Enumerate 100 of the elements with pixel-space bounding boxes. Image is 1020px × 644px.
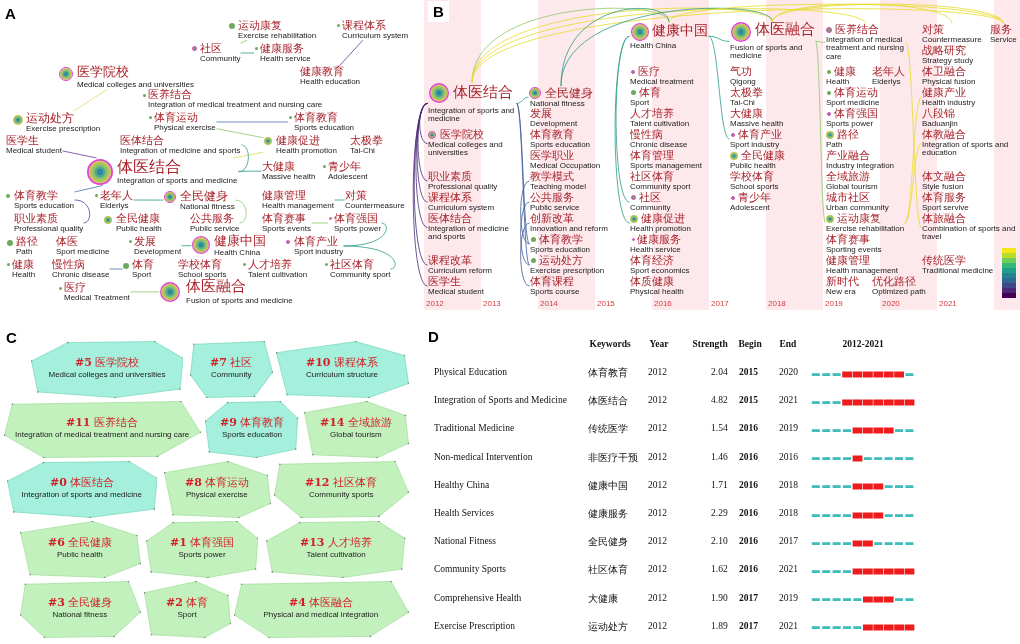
keyword-translation: Development — [134, 247, 182, 257]
keyword-label: 运动处方 — [26, 111, 74, 125]
keyword-label: 体育 — [639, 87, 661, 99]
keyword-translation: Strategy study — [922, 56, 974, 66]
keyword-label: 全民健康 — [741, 150, 785, 162]
keyword-translation: Industry integration — [826, 161, 895, 171]
keyword-label: 体教融合 — [922, 129, 966, 141]
link-curve — [772, 3, 1004, 25]
link-curve — [73, 88, 108, 112]
keyword-translation: Countermeasure — [345, 201, 405, 211]
link-curve — [772, 3, 953, 25]
end-year: 2018 — [779, 509, 798, 519]
keyword-label: 体育强国 — [834, 108, 878, 120]
cluster-translation: Public health — [57, 550, 103, 560]
keyword-translation: Sports education — [14, 201, 75, 211]
keyword-label: 体育赛事 — [826, 234, 870, 246]
keyword-translation: Integration of medicine and sports — [120, 146, 241, 156]
keyword-chinese: 健康服务 — [588, 509, 628, 519]
keyword-label: 体质健康 — [630, 276, 674, 288]
cluster-label: #4 体医融合 — [289, 597, 354, 609]
end-year: 2018 — [779, 480, 798, 491]
keyword-label: 体育服务 — [922, 192, 966, 204]
keyword-chinese: 社区体育 — [588, 565, 628, 576]
cluster-label: #0 体医结合 — [50, 477, 115, 489]
keyword-label: 全民健康 — [116, 213, 160, 225]
keyword-translation: Sports power — [826, 119, 874, 129]
keyword-label: 产业融合 — [826, 150, 870, 162]
keyword-label: 人才培养 — [248, 259, 292, 271]
panel-letter: B — [428, 0, 449, 22]
link-curve — [905, 42, 922, 228]
keyword-label: 青少年 — [738, 192, 771, 204]
cluster-label: #13 人才培养 — [300, 537, 372, 549]
cluster-translation: National fitness — [52, 610, 108, 620]
cluster-translation: Physical exercise — [186, 490, 248, 500]
link-curve — [520, 201, 530, 266]
strength-value: 1.62 — [711, 565, 728, 575]
link-curve — [74, 185, 104, 193]
keyword-chinese: 全民健身 — [588, 537, 628, 548]
year-value: 2012 — [648, 452, 667, 463]
year-label: 2018 — [768, 300, 786, 308]
keyword-translation: Health promotion — [630, 224, 691, 233]
keyword-label: 服务 — [990, 24, 1012, 36]
keyword-label: 发展 — [530, 108, 552, 120]
link-curve — [232, 151, 264, 159]
cluster-label: #12 社区体育 — [305, 477, 378, 489]
keyword-translation: Medical Occupation — [530, 161, 601, 171]
keyword-label: 健康 — [12, 259, 34, 271]
keyword-translation: Health China — [214, 248, 261, 258]
link-curve — [815, 40, 826, 43]
begin-year: 2016 — [739, 452, 758, 463]
link-curve — [471, 8, 1004, 83]
keyword-translation: Tai-Chi — [730, 98, 755, 108]
keyword-name: Health Services — [434, 509, 494, 519]
keyword-name: Comprehensive Health — [434, 593, 522, 604]
keyword-label: 太极拳 — [730, 87, 763, 99]
keyword-label: 体育课程 — [530, 276, 574, 288]
cluster-translation: Talent cultivation — [306, 550, 366, 560]
keyword-label: 体医结合 — [117, 158, 181, 176]
year-label: 2016 — [654, 300, 672, 308]
keyword-label: 医养结合 — [835, 24, 879, 36]
begin-year: 2016 — [739, 424, 758, 434]
keyword-chinese: 大健康 — [588, 593, 618, 604]
keyword-label: 健康中国 — [214, 234, 266, 248]
link-curve — [240, 52, 255, 54]
keyword-translation: Medical Treatment — [64, 293, 130, 303]
keyword-translation: Exercise rehabilitation — [826, 224, 905, 233]
keyword-label: 健康中国 — [652, 22, 708, 38]
keyword-translation: Exercise rehabilitation — [238, 31, 317, 41]
keyword-translation: Medical colleges and universities — [77, 80, 194, 89]
link-curve — [412, 102, 428, 287]
year-value: 2012 — [648, 565, 667, 575]
keyword-label: 老年人 — [100, 190, 133, 202]
keyword-translation: Tai-Chi — [350, 146, 375, 156]
keyword-translation: Medical student — [6, 146, 63, 156]
keyword-translation: Talent cultivation — [248, 270, 308, 280]
cluster-label: #9 体育教育 — [220, 417, 285, 429]
keyword-label: 慢性病 — [630, 129, 663, 141]
year-label: 2021 — [939, 300, 957, 308]
keyword-translation: Sport industry — [730, 140, 780, 149]
keyword-translation: Urban community — [826, 203, 889, 213]
keyword-label: 医养结合 — [148, 89, 192, 101]
keyword-label: 健康服务 — [637, 234, 681, 246]
strength-value: 4.82 — [711, 396, 728, 406]
keyword-label: 气功 — [730, 66, 752, 78]
keyword-chinese: 运动处方 — [588, 621, 628, 632]
keyword-label: 慢性病 — [52, 259, 85, 271]
cluster-translation: Sport — [177, 610, 197, 620]
keyword-translation: Health education — [300, 77, 361, 87]
keyword-label: 体医融合 — [186, 279, 246, 295]
keyword-label: 体医结合 — [453, 85, 513, 101]
keyword-translation: Public service — [190, 224, 240, 234]
cluster-label: #8 体育运动 — [185, 477, 250, 489]
keyword-label: 全民健身 — [545, 86, 593, 100]
column-header: Year — [649, 340, 669, 350]
link-curve — [235, 199, 247, 224]
link-curve — [130, 291, 160, 293]
keyword-translation: Adolescent — [328, 172, 368, 182]
begin-year: 2017 — [739, 593, 758, 604]
keyword-label: 全域旅游 — [826, 171, 870, 183]
keyword-chinese: 传统医学 — [588, 424, 628, 435]
